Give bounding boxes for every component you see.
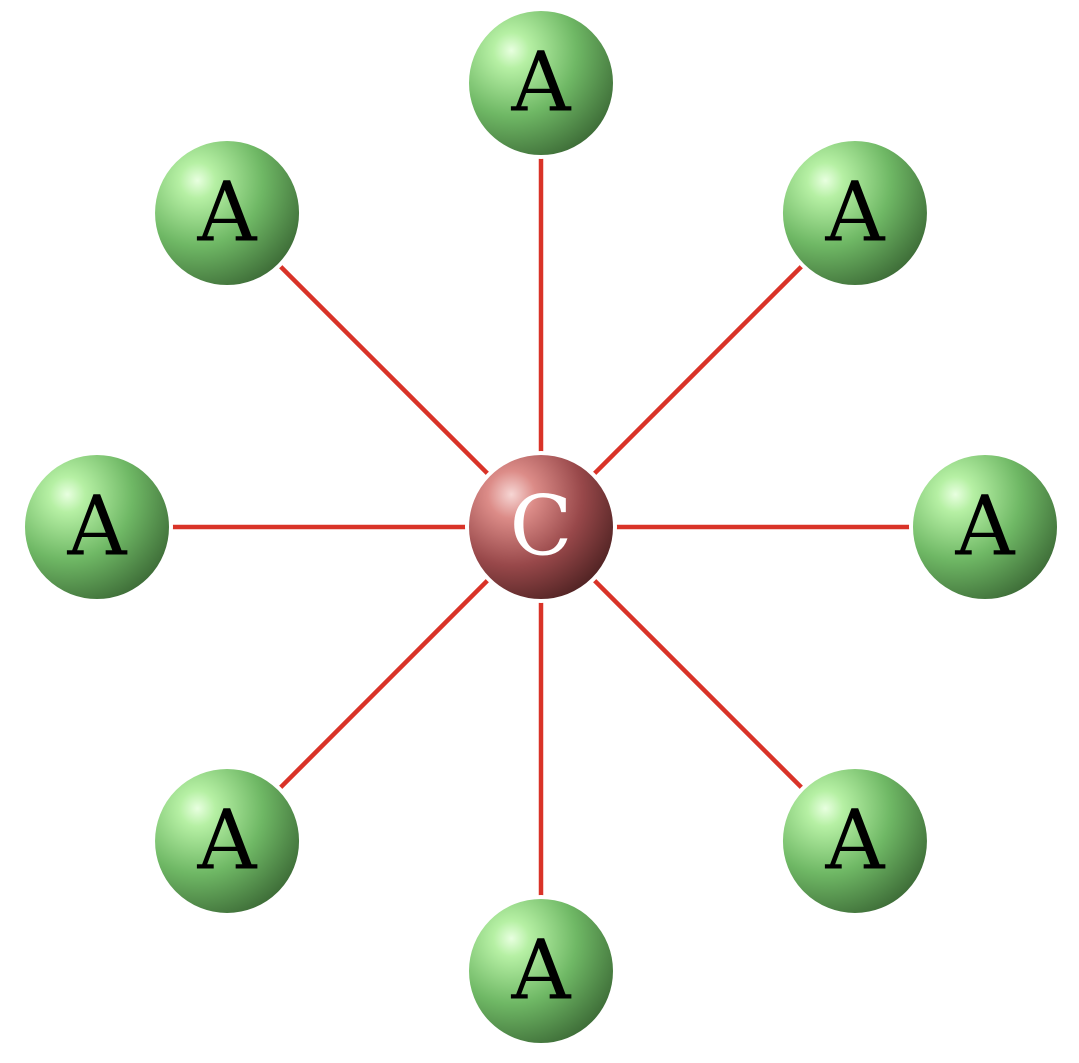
outer-atom-sphere	[465, 7, 617, 159]
outer-atom-label: A	[824, 166, 886, 261]
center-atom: C	[465, 451, 617, 603]
outer-atom-sphere	[21, 451, 173, 603]
outer-atom-label: A	[824, 793, 886, 888]
outer-atom-label: A	[510, 924, 572, 1019]
outer-atom: A	[465, 7, 617, 159]
outer-atom: A	[909, 451, 1061, 603]
outer-atom-sphere	[778, 137, 931, 290]
outer-atom: A	[21, 451, 173, 603]
outer-atom: A	[151, 137, 304, 290]
outer-atom-sphere	[465, 895, 617, 1047]
outer-atom: A	[465, 895, 617, 1047]
outer-atom: A	[151, 764, 304, 917]
outer-atom-sphere	[151, 137, 304, 290]
outer-atom-sphere	[778, 764, 931, 917]
outer-atom-label: A	[196, 166, 258, 261]
atoms: A A A A A A A A	[21, 7, 1061, 1047]
center-atom-label: C	[510, 480, 573, 575]
outer-atom-sphere	[909, 451, 1061, 603]
outer-atom-label: A	[510, 36, 572, 131]
outer-atom-label: A	[66, 480, 128, 575]
center-atom-sphere	[465, 451, 617, 603]
outer-atom: A	[778, 137, 931, 290]
outer-atom: A	[778, 764, 931, 917]
outer-atom-label: A	[196, 793, 258, 888]
outer-atom-sphere	[151, 764, 304, 917]
outer-atom-label: A	[954, 480, 1016, 575]
